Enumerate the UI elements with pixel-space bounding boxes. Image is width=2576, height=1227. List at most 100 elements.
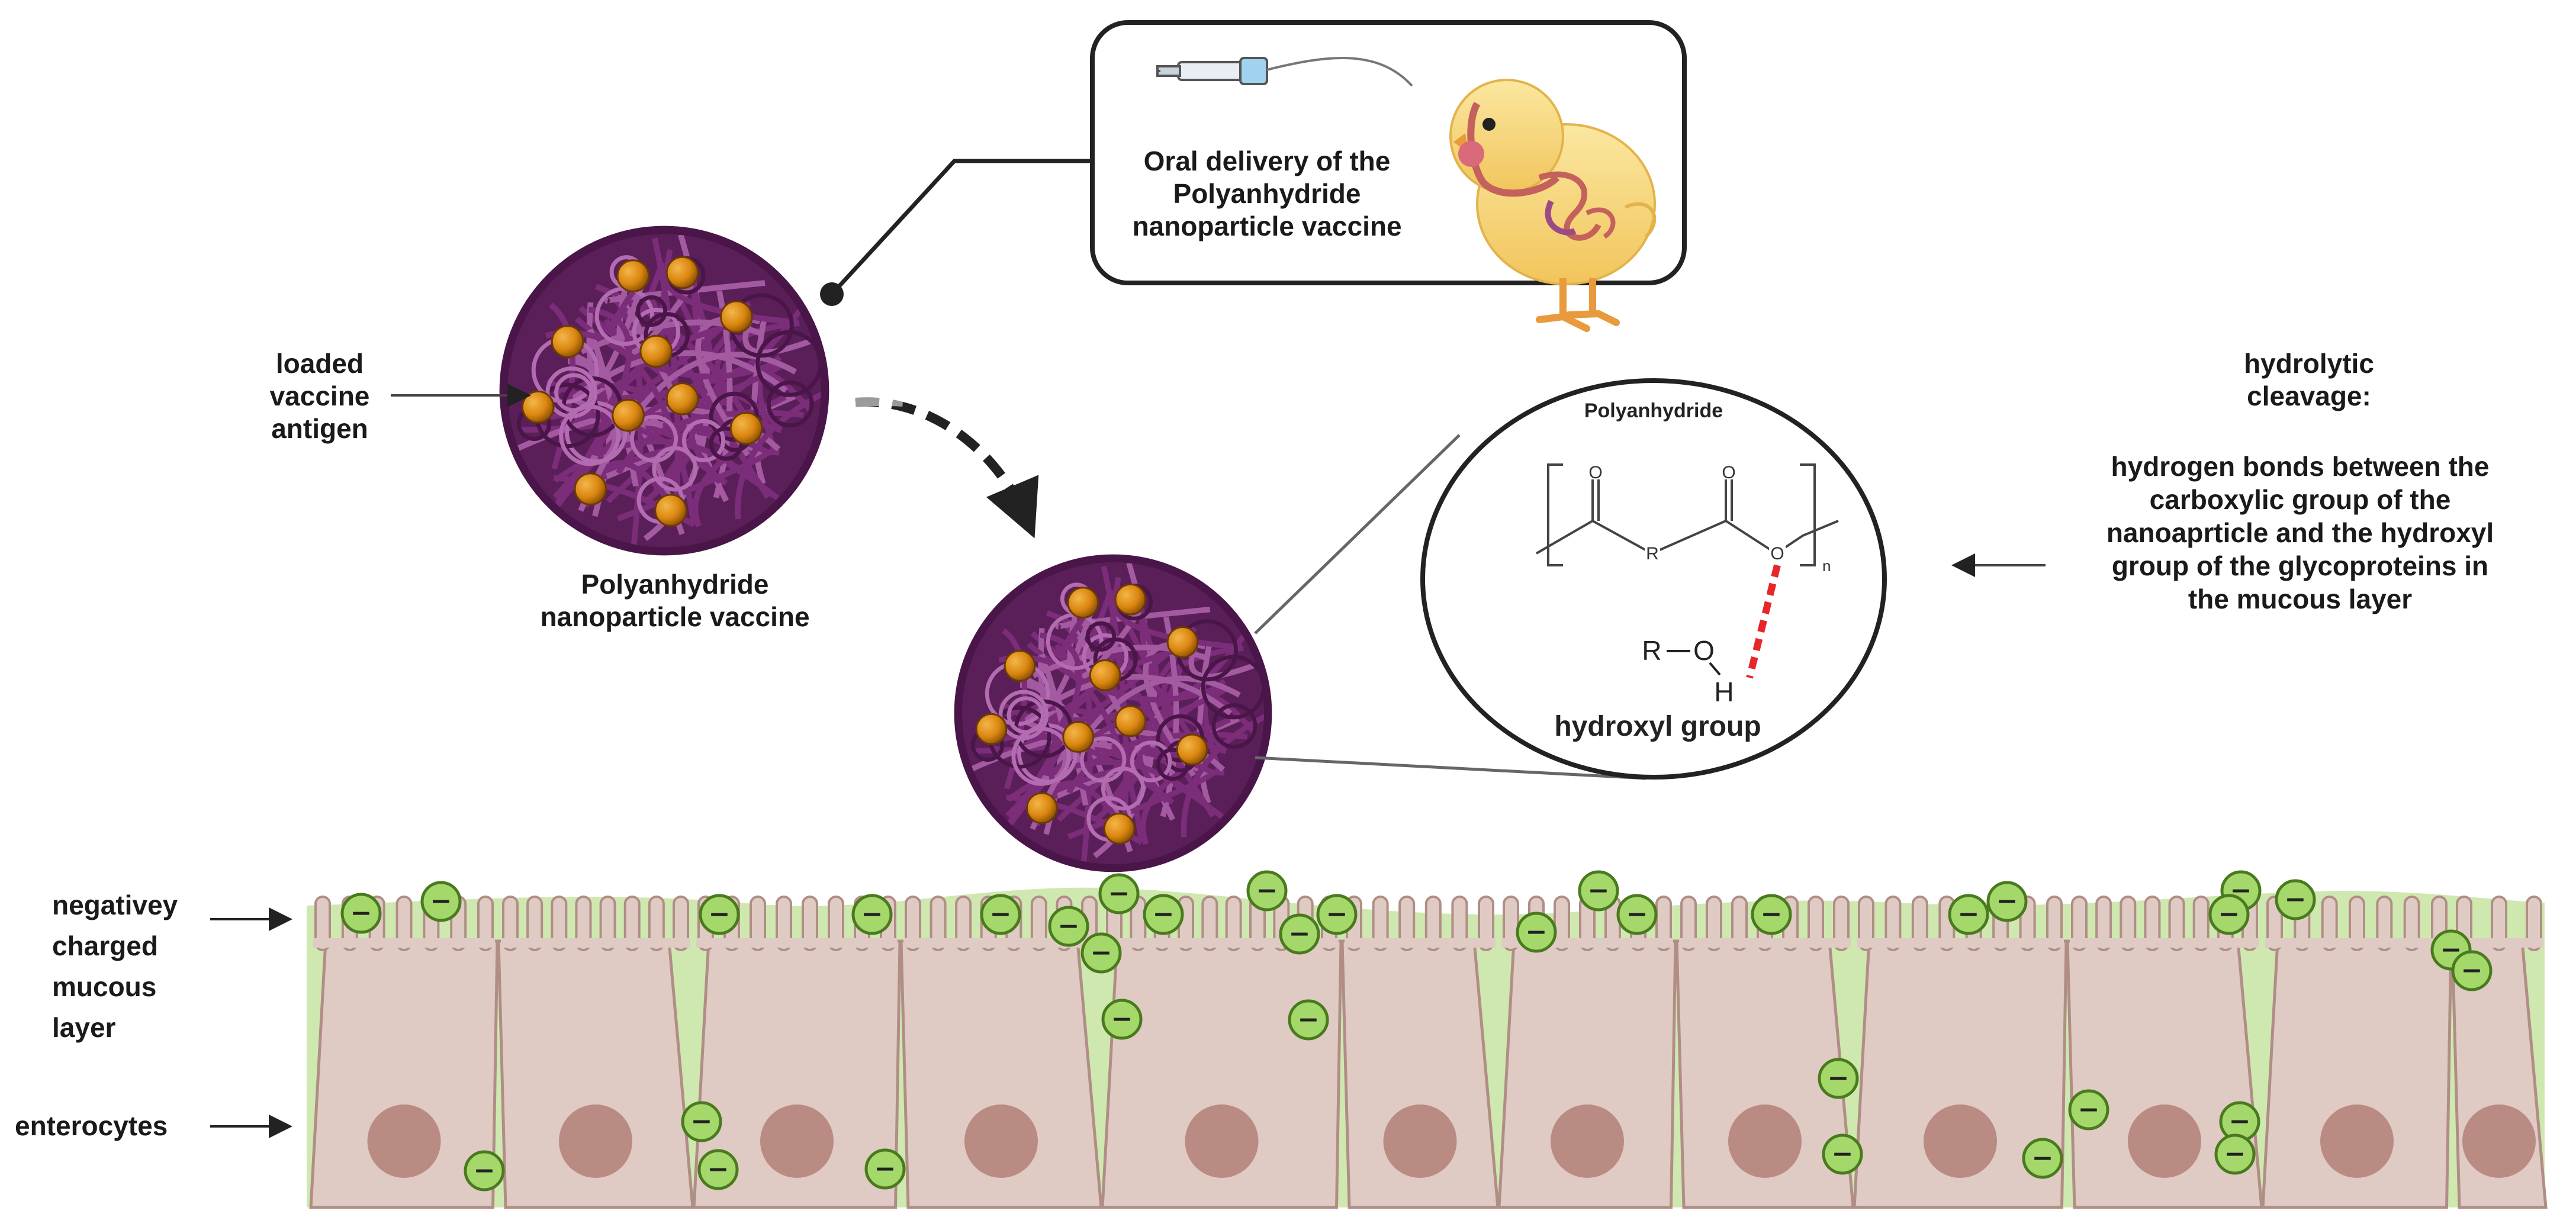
negative-charge-symbol: −	[474, 1155, 496, 1186]
negative-charge-icon: −	[1516, 912, 1557, 953]
microvillus	[1225, 896, 1242, 951]
carbonyl-oxygen-2: O	[1722, 463, 1735, 482]
negative-charge-icon: −	[2275, 879, 2316, 920]
microvillus	[2095, 896, 2112, 951]
callout-leader-dot	[820, 282, 844, 306]
microvillus	[828, 896, 844, 951]
negative-charge-icon: −	[1986, 881, 2028, 922]
negative-charge-icon: −	[1822, 1133, 1863, 1175]
cell-nucleus	[2320, 1104, 2394, 1178]
mucous-layer-label: negativey charged mucous layer	[52, 890, 178, 1043]
negative-charge-symbol: −	[1108, 878, 1130, 909]
microvillus	[502, 896, 519, 951]
microvillus	[2321, 896, 2338, 951]
negative-charge-icon: −	[420, 881, 462, 922]
negative-charge-symbol: −	[1958, 899, 1980, 929]
negative-charge-icon: −	[2022, 1138, 2063, 1179]
nanoparticle-vaccine-label: Polyanhydride nanoparticle vaccine	[540, 569, 810, 633]
negative-charge-symbol: −	[2229, 1106, 2251, 1136]
transition-arrow	[855, 397, 1039, 539]
microvillus	[551, 896, 568, 951]
negative-charge-icon: −	[699, 894, 740, 935]
microvillus	[1808, 896, 1824, 951]
negative-charge-icon: −	[1288, 999, 1329, 1041]
microvillus	[395, 896, 413, 951]
negative-charge-symbol: −	[2078, 1094, 2100, 1125]
microvillus	[1655, 896, 1672, 951]
negative-charge-symbol: −	[1256, 875, 1278, 906]
negative-charge-symbol: −	[1588, 875, 1610, 906]
microvillus	[599, 896, 616, 951]
negative-charge-symbol: −	[2285, 884, 2307, 914]
loaded-antigen-label: loaded vaccine antigen	[269, 348, 370, 445]
negative-charge-icon: −	[2068, 1089, 2109, 1131]
cell-nucleus	[964, 1104, 1038, 1178]
cell-nucleus	[2462, 1104, 2536, 1178]
negative-charge-icon: −	[1143, 894, 1184, 935]
microvillus	[1478, 896, 1494, 951]
negative-charge-symbol: −	[1626, 899, 1648, 929]
microvillus	[1858, 896, 1874, 951]
microvillus	[1706, 896, 1722, 951]
negative-charge-icon: −	[1616, 894, 1658, 935]
negative-charge-icon: −	[681, 1101, 722, 1142]
negative-charge-icon: −	[2208, 894, 2250, 935]
negative-charges: −−−−−−−−−−−−−−−−−−−−−−−−−−−−−−−−−−−	[340, 870, 2493, 1191]
ester-oxygen: O	[1770, 544, 1784, 563]
negative-charge-symbol: −	[1996, 886, 2018, 916]
hydrogen-bond	[1746, 564, 1781, 679]
cell-nucleus	[1383, 1104, 1457, 1178]
microvillus	[1451, 896, 1468, 951]
microvillus	[2144, 896, 2161, 951]
negative-charge-icon: −	[2451, 950, 2493, 991]
microvillus	[2046, 896, 2063, 951]
microvillus	[905, 896, 921, 951]
nanoparticle-vaccine-small	[954, 554, 1272, 872]
negative-charge-icon: −	[864, 1148, 906, 1190]
negative-charge-symbol: −	[430, 886, 452, 916]
microvillus	[2120, 896, 2137, 951]
negative-charge-symbol: −	[1828, 1063, 1850, 1093]
microvillus	[776, 896, 792, 951]
negative-charge-symbol: −	[691, 1106, 713, 1136]
microvillus	[1731, 896, 1748, 951]
cell-nucleus	[1185, 1104, 1259, 1178]
negative-charge-icon: −	[980, 894, 1021, 935]
microvillus	[1372, 896, 1389, 951]
negative-charge-symbol: −	[1111, 1004, 1133, 1034]
repeat-subscript: n	[1822, 557, 1831, 575]
microvillus	[575, 896, 592, 951]
nanoparticle-vaccine-large	[499, 226, 829, 556]
microvillus	[1201, 896, 1218, 951]
negative-charge-symbol: −	[350, 898, 372, 928]
microvillus	[2071, 896, 2088, 951]
microvillus	[2376, 896, 2393, 951]
microvillus	[2491, 896, 2507, 951]
cell-nucleus	[367, 1104, 441, 1178]
negative-charge-icon: −	[1578, 870, 1619, 912]
microvillus	[1884, 896, 1902, 951]
microvillus	[2349, 896, 2365, 951]
negative-charge-symbol: −	[707, 1154, 729, 1184]
cell-nucleus	[2128, 1104, 2201, 1178]
callout-leader-line	[830, 159, 1092, 296]
microvillus	[2526, 896, 2542, 951]
negative-charge-symbol: −	[1761, 899, 1783, 929]
microvillus	[2168, 896, 2185, 951]
microvillus	[623, 896, 641, 951]
cell-nucleus	[559, 1104, 632, 1178]
negative-charge-symbol: −	[1832, 1139, 1854, 1169]
negative-charge-symbol: −	[861, 899, 883, 929]
hydroxyl-o: O	[1693, 635, 1715, 666]
negative-charge-icon: −	[340, 893, 382, 934]
negative-charge-icon: −	[1246, 870, 1288, 912]
negative-charge-symbol: −	[2461, 955, 2483, 986]
microvillus	[477, 896, 494, 951]
right-bracket	[1800, 463, 1816, 566]
hydroxyl-h: H	[1714, 677, 1734, 707]
microvillus	[1030, 896, 1047, 951]
negative-charge-symbol: −	[1526, 917, 1548, 947]
negative-charge-icon: −	[2219, 1101, 2260, 1142]
oral-delivery-callout	[820, 20, 1687, 332]
negative-charge-icon: −	[2214, 1133, 2256, 1175]
